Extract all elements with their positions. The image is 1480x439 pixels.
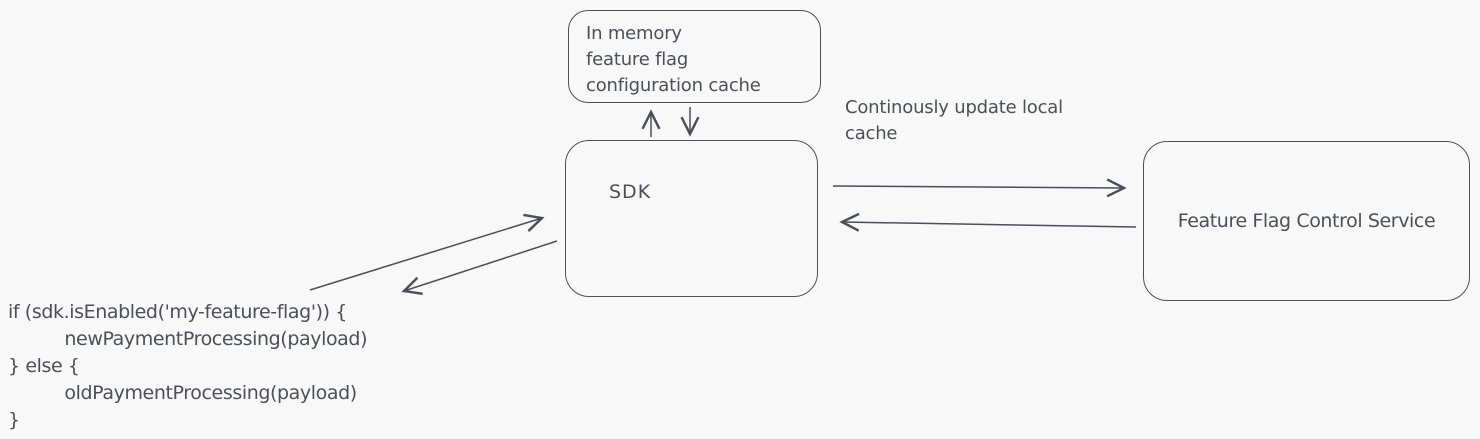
node-sdk[interactable]: SDK xyxy=(565,140,818,297)
code-line: oldPaymentProcessing(payload) xyxy=(8,382,357,404)
arrow-service-to-sdk[interactable] xyxy=(839,212,1137,232)
node-in-memory-cache[interactable]: In memory feature flag configuration cac… xyxy=(568,10,821,103)
code-line: newPaymentProcessing(payload) xyxy=(8,328,368,350)
arrow-sdk-to-code[interactable] xyxy=(401,240,558,295)
code-line: } else { xyxy=(8,355,80,377)
sdk-label: SDK xyxy=(609,181,652,203)
arrow-sdk-to-service[interactable] xyxy=(832,178,1127,198)
cache-label-line: In memory xyxy=(586,23,682,44)
cache-label-line: feature flag xyxy=(586,49,689,70)
arrow-code-to-sdk[interactable] xyxy=(309,213,545,291)
node-feature-flag-control-service[interactable]: Feature Flag Control Service xyxy=(1143,141,1470,301)
code-line: if (sdk.isEnabled('my-feature-flag')) { xyxy=(8,301,347,323)
code-line: } xyxy=(8,409,20,431)
update-cache-note-line: cache xyxy=(845,123,898,144)
code-snippet[interactable]: if (sdk.isEnabled('my-feature-flag')) { … xyxy=(8,299,367,434)
update-cache-note[interactable]: Continously update local cache xyxy=(845,95,1063,147)
update-cache-note-line: Continously update local xyxy=(845,97,1063,118)
service-label: Feature Flag Control Service xyxy=(1177,210,1436,232)
cache-label-line: configuration cache xyxy=(586,75,761,96)
